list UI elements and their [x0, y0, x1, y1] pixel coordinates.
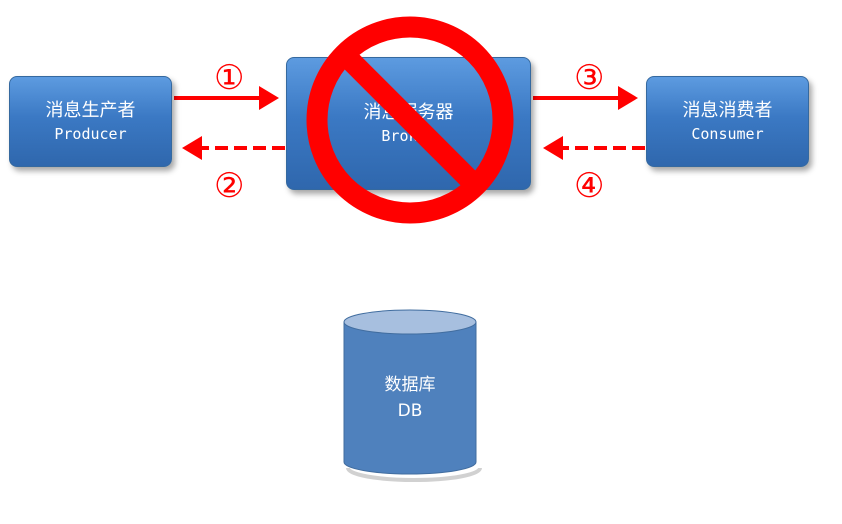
step-number-4: ④	[574, 166, 605, 206]
database-label-en: DB	[397, 401, 423, 421]
step-number-2: ②	[214, 166, 245, 206]
database-label: 数据库 DB	[344, 372, 476, 424]
consumer-label-en: Consumer	[691, 124, 764, 143]
producer-box: 消息生产者 Producer	[9, 76, 172, 167]
producer-label-en: Producer	[54, 124, 127, 143]
database-cylinder	[343, 309, 482, 482]
database-label-cn: 数据库	[384, 375, 436, 395]
producer-label-cn: 消息生产者	[45, 99, 136, 121]
step-number-3: ③	[574, 58, 605, 98]
consumer-label-cn: 消息消费者	[682, 99, 773, 121]
prohibited-icon	[306, 16, 514, 224]
step-number-1: ①	[214, 58, 245, 98]
consumer-box: 消息消费者 Consumer	[646, 76, 809, 167]
